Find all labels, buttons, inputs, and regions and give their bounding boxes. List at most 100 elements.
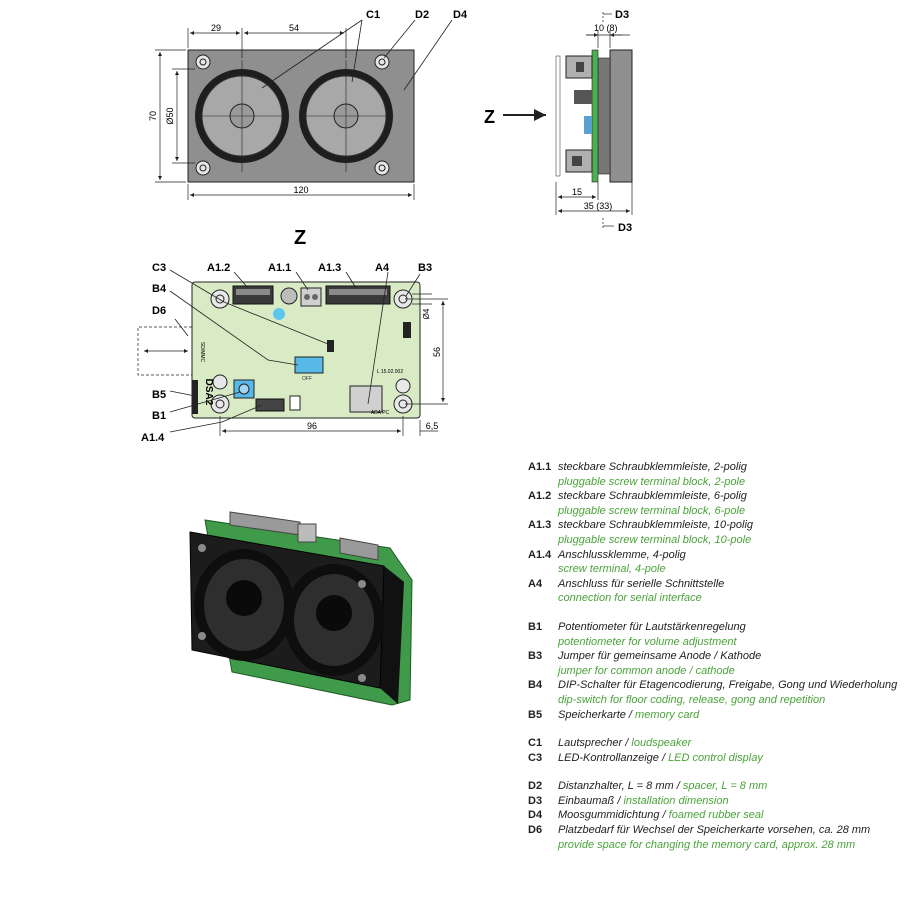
label-c3: C3	[152, 262, 166, 274]
legend-code: A1.2	[528, 490, 552, 503]
jumper-b3	[403, 322, 411, 338]
legend-separator: /	[659, 809, 669, 822]
label-a1-3: A1.3	[318, 262, 341, 274]
legend-code: B5	[528, 708, 543, 721]
legend-code: A1.1	[528, 461, 552, 473]
legend-text: Moosgummidichtung / foamed rubber seal	[558, 808, 908, 823]
view-arrow-z: Z	[484, 107, 495, 127]
capacitor	[280, 287, 298, 305]
legend-text-en: potentiometer for volume adjustment	[558, 635, 737, 648]
dim-70: 70	[148, 111, 158, 121]
speaker-left	[195, 60, 289, 172]
legend-text-de: Speicherkarte	[558, 708, 626, 721]
legend-text-en: spacer, L = 8 mm	[682, 780, 768, 793]
legend-text-en: jumper for common anode / cathode	[558, 664, 735, 677]
board-dim-hole: Ø4	[422, 308, 431, 319]
legend-code: D6	[528, 824, 543, 837]
terminal-a1-1	[300, 287, 322, 307]
legend: A1.1 steckbare Schraubklemmleiste, 2-poli…	[528, 460, 908, 866]
dip-switch	[294, 356, 324, 374]
legend-code: C3	[528, 751, 543, 764]
legend-item: D2 Distanzhalter, L = 8 mm / spacer, L = …	[528, 779, 908, 794]
legend-code: B1	[528, 620, 543, 633]
board-dim-96: 96	[307, 421, 317, 431]
label-b4: B4	[152, 283, 167, 295]
legend-text-en: loudspeaker	[631, 737, 692, 750]
legend-separator: /	[622, 737, 632, 750]
legend-text-en: installation dimension	[623, 794, 729, 807]
legend-text-de: Lautsprecher	[558, 737, 623, 750]
dim-diameter-50: Ø50	[165, 107, 175, 124]
legend-code: D2	[528, 780, 543, 793]
label-d4: D4	[453, 9, 468, 21]
legend-separator: /	[614, 794, 624, 807]
legend-text-en: foamed rubber seal	[668, 809, 764, 822]
legend-item: D6 Platzbedarf für Wechsel der Speicherka…	[528, 823, 908, 852]
legend-text-en: LED control display	[668, 751, 763, 764]
legend-separator: /	[658, 751, 669, 764]
legend-item: A1.2 steckbare Schraubklemmleiste, 6-poli…	[528, 489, 908, 518]
side-view: Z 10 (8)	[484, 9, 633, 234]
legend-text-de: Platzbedarf für Wechsel der Speicherkart…	[558, 824, 871, 837]
label-b5: B5	[152, 389, 166, 401]
legend-text-de: Distanzhalter, L = 8 mm	[558, 780, 674, 793]
legend-text-en: pluggable screw terminal block, 10-pole	[558, 533, 752, 546]
legend-text: Distanzhalter, L = 8 mm / spacer, L = 8 …	[558, 779, 908, 794]
speaker-right	[299, 60, 393, 172]
legend-separator: /	[625, 708, 636, 721]
silk-dsa2: DSA2	[203, 379, 214, 406]
dim-54: 54	[289, 23, 299, 33]
board-dim-56: 56	[432, 347, 442, 357]
legend-text-de: steckbare Schraubklemmleiste, 10-polig	[558, 519, 754, 532]
silk-code: L 15.02.002	[377, 369, 403, 375]
board-view-title: Z	[294, 227, 306, 249]
dim-29: 29	[211, 23, 221, 33]
legend-text-de: Anschluss für serielle Schnittstelle	[558, 577, 725, 590]
legend-text-en: pluggable screw terminal block, 6-pole	[558, 504, 746, 517]
legend-item: A4 Anschluss für serielle Schnittstelle co…	[528, 577, 908, 606]
legend-text-en: connection for serial interface	[558, 592, 702, 605]
legend-text-de: LED-Kontrollanzeige	[558, 751, 659, 764]
side-dim-35: 35 (33)	[584, 201, 613, 211]
memory-card-slot	[192, 380, 198, 414]
serial-connector-a4	[349, 385, 383, 413]
legend-group: D2 Distanzhalter, L = 8 mm / spacer, L = …	[528, 779, 908, 852]
silk-sdmmc: SD/MMC	[199, 342, 205, 363]
legend-group: A1.1 steckbare Schraubklemmleiste, 2-poli…	[528, 460, 908, 606]
legend-text: Anschlussklemme, 4-polig screw terminal, …	[558, 548, 908, 577]
legend-text-de: Moosgummidichtung	[558, 809, 660, 822]
board-dim-6-5: 6,5	[426, 421, 439, 431]
top-view: 29 54 70 Ø50 120 C1 D2 D4	[148, 9, 468, 200]
label-a1-2: A1.2	[207, 262, 230, 274]
legend-code: B4	[528, 679, 543, 692]
legend-item: C3 LED-Kontrollanzeige / LED control disp…	[528, 751, 908, 766]
product-render	[189, 511, 413, 706]
board-view: Z OFF DSA2 SD/MMC ADA PC L 1	[137, 227, 448, 444]
dim-120: 120	[293, 185, 308, 195]
legend-text: Anschluss für serielle Schnittstelle conn…	[558, 577, 908, 606]
legend-text-de: Anschlussklemme, 4-polig	[558, 548, 686, 561]
legend-text: Lautsprecher / loudspeaker	[558, 736, 908, 751]
label-b3: B3	[418, 262, 432, 274]
label-b1: B1	[152, 410, 166, 422]
label-d2: D2	[415, 9, 429, 21]
legend-text-de: steckbare Schraubklemmleiste, 6-polig	[558, 490, 747, 503]
label-d3-top: D3	[615, 9, 629, 21]
legend-code: A4	[528, 577, 543, 590]
legend-text: Einbaumaß / installation dimension	[558, 794, 908, 809]
silk-ada: ADA PC	[371, 410, 390, 416]
legend-text-en: screw terminal, 4-pole	[558, 563, 666, 576]
legend-text-en: memory card	[635, 708, 700, 721]
legend-text-en: dip-switch for floor coding, release, go…	[558, 693, 826, 706]
